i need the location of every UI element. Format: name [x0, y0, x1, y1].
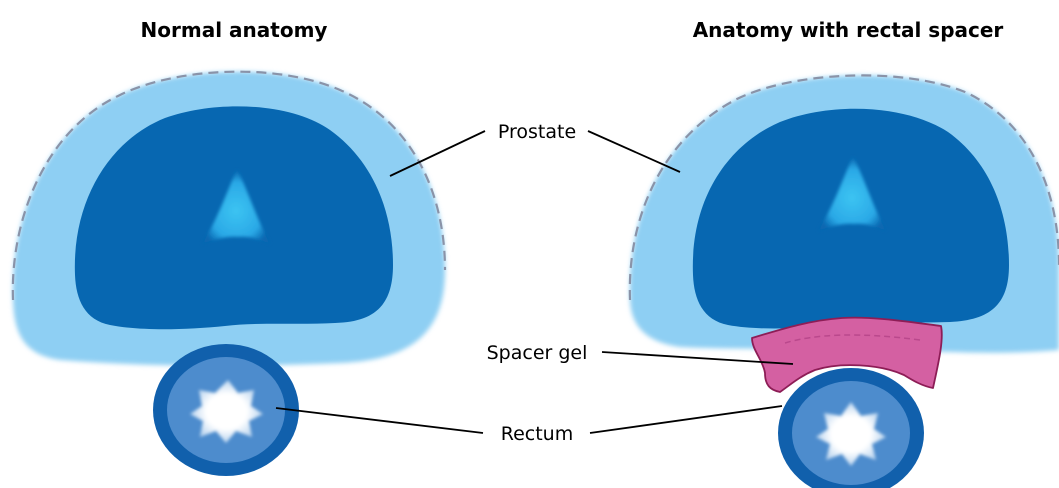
prostate-leader-right: [588, 131, 680, 172]
rectum-leader-right: [590, 406, 782, 433]
label-prostate: Prostate: [498, 121, 576, 143]
right-rectum: [778, 368, 924, 488]
left-rectum: [153, 344, 299, 476]
rectum-leader-left: [276, 408, 483, 433]
right-panel-title: Anatomy with rectal spacer: [693, 18, 1004, 42]
normal-anatomy-panel: [13, 72, 445, 476]
left-panel-title: Normal anatomy: [141, 18, 328, 42]
label-prostate-group: Prostate: [390, 121, 680, 176]
label-spacer-gel: Spacer gel: [487, 342, 588, 364]
spacer-anatomy-panel: [630, 75, 1059, 488]
label-rectum: Rectum: [501, 423, 573, 445]
label-rectum-group: Rectum: [276, 406, 782, 445]
